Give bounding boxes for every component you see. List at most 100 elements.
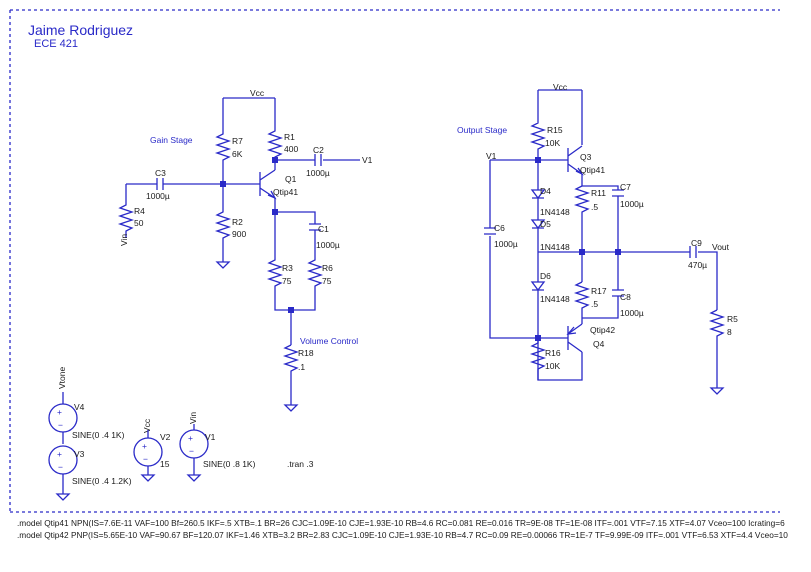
capacitor-c8 — [612, 289, 624, 297]
c6-name: C6 — [494, 223, 505, 233]
gain-stage-label: Gain Stage — [150, 135, 193, 145]
v1-net-gain-label: V1 — [362, 155, 373, 165]
d6-value: 1N4148 — [540, 294, 570, 304]
diode-d5 — [530, 219, 546, 230]
r15-value: 10K — [545, 138, 560, 148]
v3-name: V3 — [74, 449, 85, 459]
plus-sign: + — [57, 407, 62, 417]
resistor-r2 — [214, 184, 232, 262]
c9-name: C9 — [691, 238, 702, 248]
plus-sign: + — [188, 433, 193, 443]
d6-name: D6 — [540, 271, 551, 281]
c9-value: 470µ — [688, 260, 707, 270]
r18-name: R18 — [298, 348, 314, 358]
v2-name: V2 — [160, 432, 171, 442]
resistor-r4 — [117, 200, 135, 238]
r2-value: 900 — [232, 229, 246, 239]
tran-directive: .tran .3 — [287, 459, 314, 469]
output-vcc-label: Vcc — [553, 82, 568, 92]
gain-vcc-label: Vcc — [250, 88, 265, 98]
output-node-wires — [538, 185, 718, 319]
r16-name: R16 — [545, 348, 561, 358]
capacitor-c7 — [612, 189, 624, 197]
r3-value: 75 — [282, 276, 292, 286]
r11-name: R11 — [591, 188, 606, 198]
q1-model: Qtip41 — [273, 187, 298, 197]
voltage-source-v1 — [179, 429, 209, 459]
c1-value: 1000µ — [316, 240, 340, 250]
r11-value: .5 — [591, 202, 598, 212]
minus-sign: − — [58, 420, 63, 430]
v1-name: V1 — [205, 432, 216, 442]
d5-value: 1N4148 — [540, 242, 570, 252]
r4-name: R4 — [134, 206, 145, 216]
resistor-r5 — [708, 309, 726, 388]
ground-symbol — [215, 261, 231, 269]
ground-symbol — [283, 404, 299, 412]
ground-symbol — [55, 493, 71, 501]
q4-leads — [537, 318, 583, 381]
course-label: ECE 421 — [34, 38, 78, 50]
d5-name: D5 — [540, 219, 551, 229]
resistor-r3 — [266, 258, 284, 290]
ground-symbol — [140, 474, 156, 482]
c6-value: 1000µ — [494, 239, 518, 249]
resistor-r11 — [573, 185, 591, 282]
d4-name: D4 — [540, 186, 551, 196]
r17-value: .5 — [591, 299, 598, 309]
r5-name: R5 — [727, 314, 738, 324]
model-qtip42: .model Qtip42 PNP(IS=5.65E-10 VAF=90.67 … — [17, 530, 788, 540]
capacitor-c1 — [309, 223, 321, 231]
junction-dot — [615, 249, 621, 255]
q4-emitter-arrow — [566, 326, 577, 335]
v2-value: 15 — [160, 459, 170, 469]
resistor-r15 — [529, 120, 547, 160]
resistor-r17 — [573, 281, 591, 318]
output-input-wires — [489, 159, 568, 339]
r7-value: 6K — [232, 149, 243, 159]
c3-value: 1000µ — [146, 191, 170, 201]
voltage-source-v3 — [48, 445, 78, 475]
ground-symbol — [709, 387, 725, 395]
q3-model: Qtip41 — [580, 165, 605, 175]
diode-d4 — [530, 189, 546, 200]
voltage-source-v4 — [48, 403, 78, 433]
emitter-wires — [274, 211, 316, 258]
v1-value: SINE(0 .8 1K) — [203, 459, 256, 469]
junction-dot — [272, 157, 278, 163]
v3-value: SINE(0 .4 1.2K) — [72, 476, 132, 486]
c3-wires — [125, 183, 260, 200]
q1-name: Q1 — [285, 174, 297, 184]
minus-sign: − — [143, 454, 148, 464]
r6-name: R6 — [322, 263, 333, 273]
capacitor-c3 — [156, 178, 164, 190]
r17-name: R17 — [591, 286, 607, 296]
resistor-r18 — [282, 344, 300, 405]
q4-name: Q4 — [593, 339, 605, 349]
c7-value: 1000µ — [620, 199, 644, 209]
plus-sign: + — [142, 441, 147, 451]
c2-value: 1000µ — [306, 168, 330, 178]
r18-value: .1 — [298, 362, 305, 372]
diode-d6 — [530, 281, 546, 292]
v1-net-output-label: V1 — [486, 151, 497, 161]
minus-sign: − — [58, 462, 63, 472]
q1-emitter-arrow — [267, 190, 277, 200]
r4-value: 50 — [134, 218, 144, 228]
v4-value: SINE(0 .4 1K) — [72, 430, 125, 440]
r2-name: R2 — [232, 217, 243, 227]
volume-wires — [274, 290, 316, 345]
c8-name: C8 — [620, 292, 631, 302]
r1-value: 400 — [284, 144, 298, 154]
c7-name: C7 — [620, 182, 631, 192]
v4-name: V4 — [74, 402, 85, 412]
volume-control-label: Volume Control — [300, 336, 358, 346]
ground-symbol — [186, 474, 202, 482]
vtone-net-label: Vtone — [57, 367, 67, 389]
vin-source-net-label: Vin — [188, 412, 198, 424]
author-name: Jaime Rodriguez — [28, 22, 133, 38]
q4-model: Qtip42 — [590, 325, 615, 335]
vcc-source-net-label: Vcc — [142, 418, 152, 433]
minus-sign: − — [189, 446, 194, 456]
